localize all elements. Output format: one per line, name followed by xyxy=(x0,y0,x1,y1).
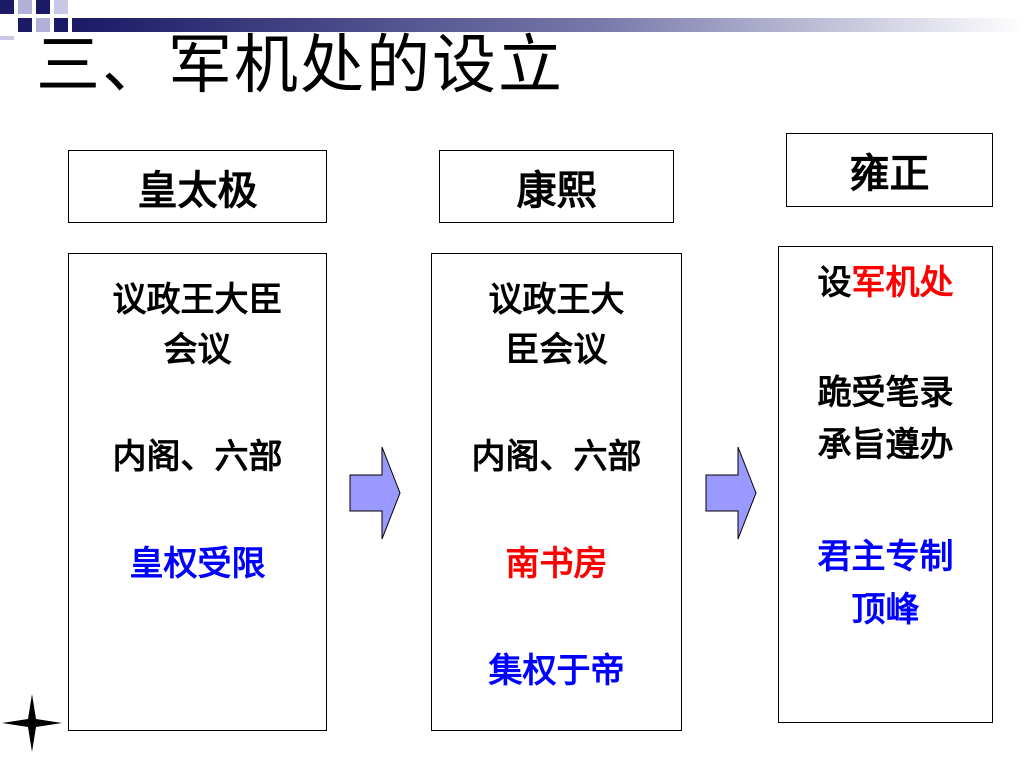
header-label: 康熙 xyxy=(516,167,597,214)
line-text: 南书房 xyxy=(505,544,608,584)
line-text: 君主专制 xyxy=(817,537,954,577)
content-box-kangxi: 议政王大 臣会议 内阁、六部 南书房 集权于帝 xyxy=(431,253,682,731)
line-text: 内阁、六部 xyxy=(471,437,642,477)
header-kangxi: 康熙 xyxy=(439,150,674,223)
line-text: 顶峰 xyxy=(851,590,920,630)
slide-title: 三、军机处的设立 xyxy=(36,29,564,103)
content-box-huangtaiji: 议政王大臣 会议 内阁、六部 皇权受限 xyxy=(68,253,327,731)
right-arrow-icon xyxy=(349,446,401,540)
line-text: 会议 xyxy=(163,330,232,370)
header-label: 雍正 xyxy=(849,151,930,197)
line-text: 议政王大 xyxy=(488,280,625,320)
line-emphasis: 军机处 xyxy=(851,263,954,303)
line-text: 集权于帝 xyxy=(488,651,625,691)
line-text: 臣会议 xyxy=(505,330,608,370)
corner-decoration xyxy=(0,0,1024,40)
line-prefix: 设 xyxy=(817,263,852,303)
header-label: 皇太极 xyxy=(137,167,258,214)
header-huangtaiji: 皇太极 xyxy=(68,150,327,223)
right-arrow-icon xyxy=(705,446,757,540)
four-point-star-icon xyxy=(2,694,62,752)
line-text: 跪受笔录 xyxy=(817,373,954,413)
line-text: 议政王大臣 xyxy=(112,280,283,320)
content-box-yongzheng: 设军机处 跪受笔录 承旨遵办 君主专制 顶峰 xyxy=(778,246,993,723)
line-set-junjichu: 设军机处 xyxy=(779,255,992,311)
line-text: 皇权受限 xyxy=(129,544,266,584)
line-text: 内阁、六部 xyxy=(112,437,283,477)
header-yongzheng: 雍正 xyxy=(786,133,993,207)
line-text: 承旨遵办 xyxy=(817,425,954,465)
